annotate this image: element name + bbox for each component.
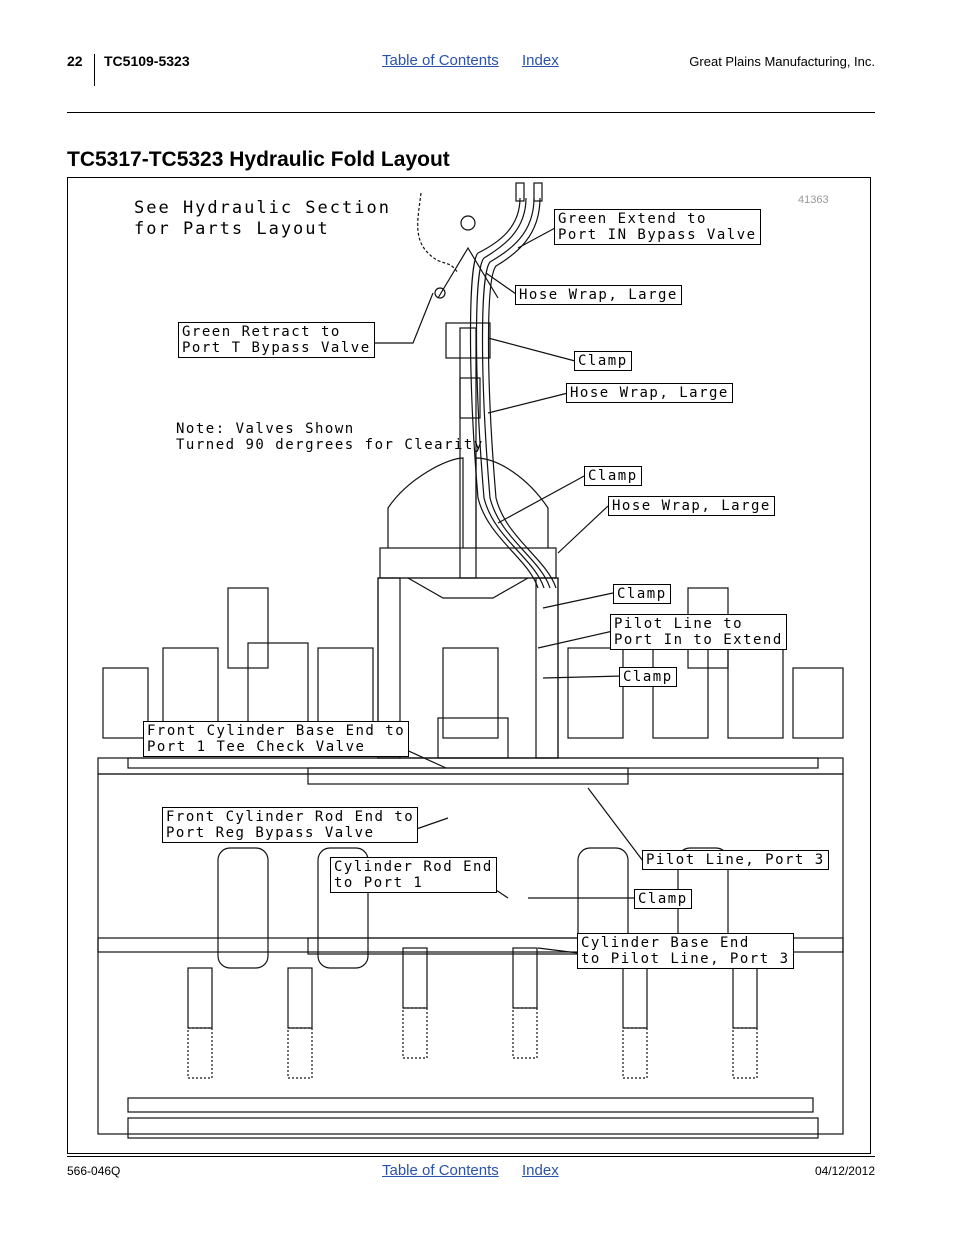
page-title: TC5317-TC5323 Hydraulic Fold Layout xyxy=(67,148,450,171)
figure-number: 41363 xyxy=(798,194,829,206)
callout-pilot-line-port3: Pilot Line, Port 3 xyxy=(642,850,829,870)
company-name: Great Plains Manufacturing, Inc. xyxy=(689,54,875,69)
footer-toc-link[interactable]: Table of Contents xyxy=(382,1162,499,1179)
callout-hose-wrap-2: Hose Wrap, Large xyxy=(566,383,733,403)
header-rule xyxy=(67,112,875,113)
header-toc-link[interactable]: Table of Contents xyxy=(382,52,499,69)
hydraulic-diagram: 41363 See Hydraulic Section for Parts La… xyxy=(67,177,871,1154)
note-valves-turned: Note: Valves Shown Turned 90 dergrees fo… xyxy=(176,421,484,453)
footer-rule xyxy=(67,1156,875,1157)
callout-green-retract: Green Retract to Port T Bypass Valve xyxy=(178,322,375,358)
footer-index-link[interactable]: Index xyxy=(522,1162,559,1179)
page-number: 22 xyxy=(67,53,83,69)
callout-cylinder-base-end: Cylinder Base End to Pilot Line, Port 3 xyxy=(577,933,794,969)
callout-clamp-3: Clamp xyxy=(613,584,671,604)
note-parts-layout: See Hydraulic Section for Parts Layout xyxy=(134,198,391,239)
callout-front-cylinder-base: Front Cylinder Base End to Port 1 Tee Ch… xyxy=(143,721,410,757)
callout-cylinder-rod-end: Cylinder Rod End to Port 1 xyxy=(330,857,497,893)
callout-pilot-line-extend: Pilot Line to Port In to Extend xyxy=(610,614,787,650)
callout-green-extend: Green Extend to Port IN Bypass Valve xyxy=(554,209,761,245)
header-divider xyxy=(94,54,95,86)
callout-hose-wrap-1: Hose Wrap, Large xyxy=(515,285,682,305)
callout-clamp-1: Clamp xyxy=(574,351,632,371)
callout-hose-wrap-3: Hose Wrap, Large xyxy=(608,496,775,516)
model-number: TC5109-5323 xyxy=(104,53,190,69)
callout-clamp-4: Clamp xyxy=(619,667,677,687)
publication-date: 04/12/2012 xyxy=(814,1164,875,1178)
callout-clamp-5: Clamp xyxy=(634,889,692,909)
callout-clamp-2: Clamp xyxy=(584,466,642,486)
document-number: 566-046Q xyxy=(67,1164,121,1178)
header-index-link[interactable]: Index xyxy=(522,52,559,69)
callout-front-cylinder-rod: Front Cylinder Rod End to Port Reg Bypas… xyxy=(162,807,419,843)
